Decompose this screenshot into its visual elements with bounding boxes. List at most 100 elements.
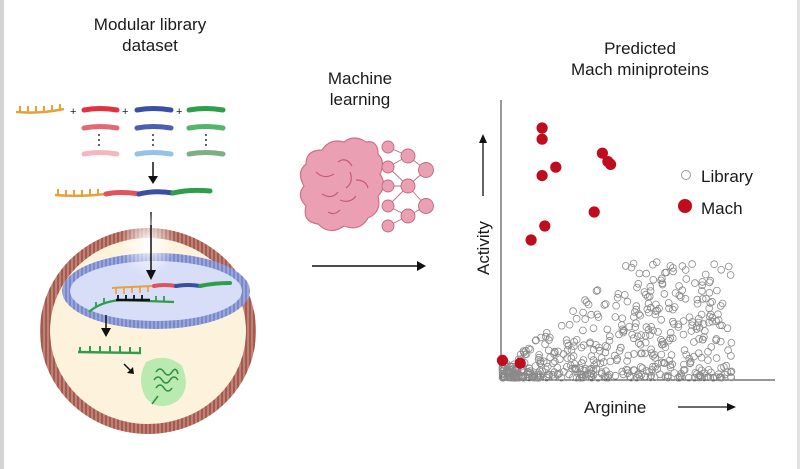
library-point (669, 264, 677, 272)
library-point (668, 334, 677, 343)
library-point (606, 357, 615, 366)
library-point (724, 346, 732, 355)
library-point (613, 293, 622, 302)
brain-icon (299, 137, 385, 232)
library-point (698, 335, 707, 344)
panel-middle-title-line1: Machine (327, 69, 393, 88)
library-point (678, 286, 687, 295)
library-point (542, 373, 551, 382)
library-point (715, 373, 724, 382)
library-point (646, 282, 655, 291)
library-point (623, 357, 631, 365)
library-point (724, 262, 733, 271)
library-point (572, 314, 581, 323)
library-point (666, 328, 675, 337)
page-right-edge (797, 0, 800, 469)
library-point (543, 372, 552, 380)
library-point (674, 373, 682, 382)
mach-point (588, 206, 600, 218)
library-point (685, 373, 693, 382)
library-point (618, 314, 627, 323)
library-point (569, 307, 577, 315)
library-point (549, 359, 557, 368)
library-point (688, 321, 696, 330)
library-point (670, 369, 679, 377)
library-point (593, 310, 601, 319)
library-point (605, 332, 614, 341)
library-point (530, 373, 539, 382)
library-point (589, 324, 598, 333)
library-point (705, 288, 714, 297)
library-point (630, 308, 639, 316)
neural-network-icon (381, 140, 434, 233)
library-point (682, 275, 691, 283)
library-point (503, 370, 512, 379)
protein-icon (141, 357, 186, 407)
mach-point (536, 133, 548, 145)
library-point (712, 354, 721, 362)
library-point (613, 354, 622, 363)
library-point (582, 298, 591, 307)
library-point (641, 372, 650, 381)
library-point (688, 260, 696, 268)
library-point (688, 318, 696, 326)
library-point (589, 356, 598, 364)
library-point (691, 279, 699, 287)
library-point (555, 355, 564, 364)
library-point (644, 293, 652, 301)
library-point (710, 260, 718, 269)
library-point (650, 350, 659, 359)
library-point (632, 305, 640, 314)
panel-left-title-line2: dataset (122, 36, 178, 55)
library-point (644, 325, 653, 334)
library-point (704, 356, 712, 364)
library-point (628, 330, 636, 339)
library-point (726, 271, 735, 279)
library-point (554, 347, 562, 356)
legend-marker-mach (678, 199, 692, 213)
library-point (599, 358, 608, 366)
library-point (686, 357, 695, 366)
library-point (695, 371, 704, 380)
legend-label-mach: Mach (701, 199, 743, 218)
library-point (716, 337, 725, 346)
arrow-diagonal-icon (123, 363, 134, 374)
library-point (605, 336, 614, 345)
library-point (660, 290, 669, 298)
library-point (657, 315, 665, 324)
library-point (629, 259, 638, 268)
library-point (670, 303, 679, 311)
library-point (595, 346, 604, 355)
library-point (603, 325, 612, 334)
library-point (667, 351, 676, 359)
library-point (597, 354, 606, 362)
library-point (638, 364, 647, 372)
library-point (675, 291, 684, 300)
mach-point (536, 122, 548, 134)
library-point (718, 321, 726, 330)
x-axis-arrow-icon (678, 403, 736, 411)
library-point (641, 332, 650, 340)
library-series (498, 258, 736, 382)
peptide-dna-complex (88, 281, 232, 313)
library-point (570, 359, 579, 368)
library-point (579, 370, 587, 379)
library-point (693, 299, 702, 308)
legend: Library Mach (678, 167, 753, 218)
library-point (645, 368, 653, 376)
library-point (627, 263, 636, 272)
library-point (636, 340, 645, 349)
library-point (571, 365, 580, 374)
library-point (542, 328, 551, 337)
y-axis-label: Activity (474, 221, 493, 275)
library-point (694, 349, 703, 358)
library-point (634, 279, 643, 288)
library-point (666, 262, 675, 270)
library-point (569, 373, 577, 382)
library-point (600, 301, 609, 309)
library-point (534, 355, 543, 364)
library-point (651, 362, 660, 371)
mach-point (596, 147, 609, 159)
library-point (587, 310, 595, 319)
library-point (632, 319, 640, 327)
